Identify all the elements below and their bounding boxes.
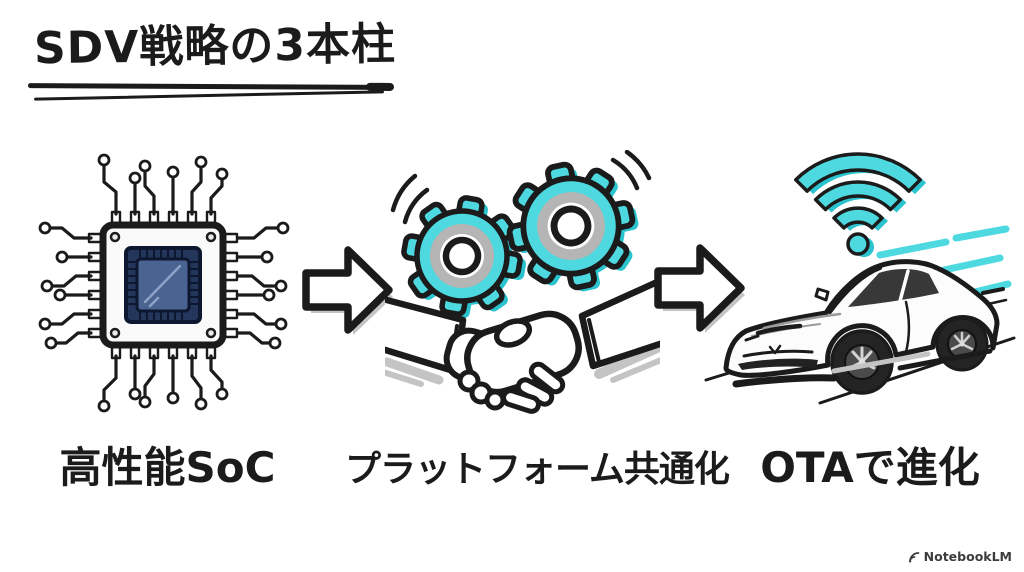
pillar-label-ota: OTAで進化 — [760, 443, 980, 492]
chip-die-sheen — [143, 264, 182, 308]
connected-car-wifi-icon — [704, 152, 1016, 405]
fingers-right-hand — [501, 361, 566, 414]
title-underline-top — [27, 83, 391, 90]
car-under-shadow — [732, 348, 993, 388]
car-spoiler — [981, 287, 1005, 295]
block-arrow-right-icon — [654, 244, 745, 333]
chip-pin-traces — [48, 164, 280, 402]
car-rocker-shade — [831, 351, 931, 374]
pillar-figure-soc — [38, 140, 293, 429]
chip-pin-ends — [38, 153, 290, 413]
sleeve-shadows — [380, 343, 664, 387]
car-headlight — [744, 323, 803, 342]
arrow-1 — [298, 240, 398, 344]
pillar-label-platform: プラットフォーム共通化 — [345, 449, 730, 490]
page-title: SDV戦略の3本柱 — [33, 18, 397, 75]
thumb — [493, 318, 533, 348]
arrow-2 — [650, 238, 750, 342]
block-arrow-right-icon — [302, 246, 393, 335]
car-a-pillar — [828, 266, 882, 314]
pillar-label-soc: 高性能SoC — [59, 443, 276, 492]
car-b-pillar — [898, 269, 910, 303]
car-side-glass — [848, 268, 939, 307]
watermark: NotebookLM — [908, 549, 1012, 564]
chip-bezel-traces — [127, 248, 199, 322]
arrow-body — [302, 246, 393, 334]
wheel-front — [830, 329, 894, 395]
pillar-figure-platform — [375, 149, 670, 429]
car-mirror — [814, 287, 830, 302]
watermark-text: NotebookLM — [923, 549, 1012, 564]
car-intake — [738, 358, 818, 370]
gear-motion-lines — [390, 149, 652, 225]
knuckles-left-hand — [457, 369, 506, 411]
car-bumper-line — [742, 349, 814, 358]
arrow-body — [654, 244, 745, 332]
chip-corner-screws — [109, 231, 217, 339]
gear-right — [498, 153, 644, 299]
cuff-right — [587, 318, 601, 364]
gear-left — [395, 189, 529, 323]
gears-handshake-icon — [375, 149, 670, 414]
pillar-figure-ota — [700, 140, 1020, 434]
car-door-line — [904, 300, 911, 354]
handshake — [375, 274, 670, 414]
notebooklm-logo-icon — [908, 551, 920, 562]
title-underline-bottom — [34, 90, 384, 101]
soc-chip-icon — [38, 153, 290, 413]
